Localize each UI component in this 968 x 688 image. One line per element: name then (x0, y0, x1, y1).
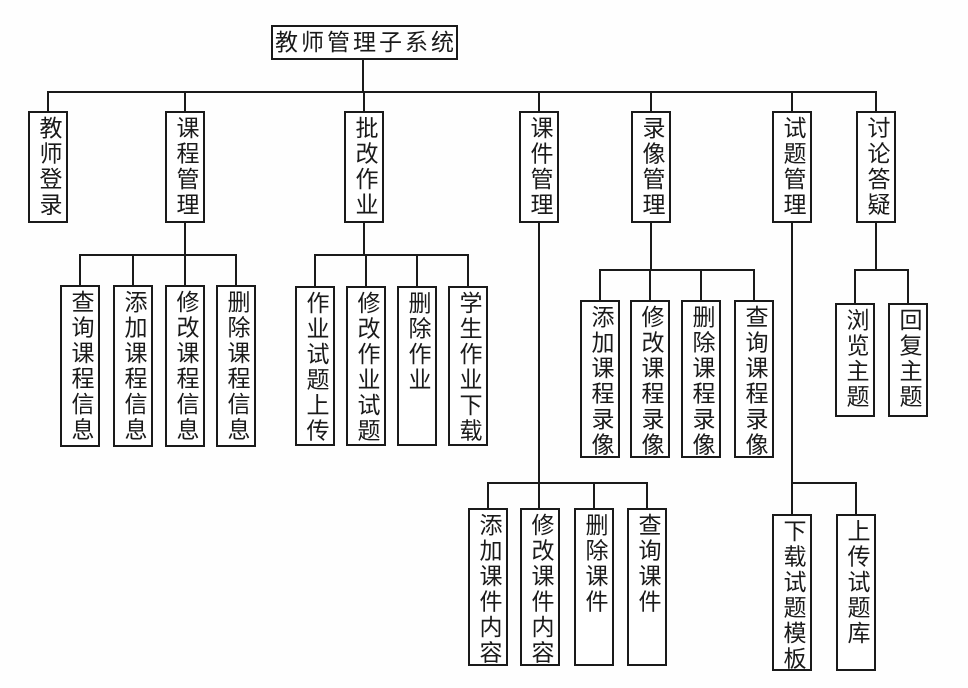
connector (314, 254, 469, 256)
connector (79, 254, 237, 256)
node-label: 作业试题上传 (303, 291, 328, 444)
node-label: 添加课程录像 (588, 305, 613, 458)
node-student-homework-download: 学生作业下载 (448, 286, 488, 446)
connector (593, 482, 595, 509)
connector (416, 254, 418, 287)
node-label: 试题管理 (780, 116, 805, 218)
node-label: 删除作业 (405, 291, 430, 393)
connector (791, 482, 857, 484)
connector (235, 254, 237, 286)
node-course-management: 课程管理 (165, 111, 205, 223)
connector (79, 254, 81, 286)
node-label: 查询课程信息 (68, 290, 93, 443)
node-add-courseware-content: 添加课件内容 (468, 508, 508, 666)
node-discussion-qa: 讨论答疑 (856, 111, 896, 223)
node-delete-course-recording: 删除课程录像 (681, 300, 721, 458)
node-label: 学生作业下载 (456, 291, 481, 444)
connector (365, 254, 367, 287)
node-label: 修改作业试题 (354, 291, 379, 444)
node-add-course-recording: 添加课程录像 (580, 300, 620, 458)
node-modify-homework-question: 修改作业试题 (346, 286, 386, 446)
connector (314, 254, 316, 287)
node-label: 删除课程信息 (224, 290, 249, 443)
node-label: 删除课件 (582, 513, 607, 615)
node-root: 教师管理子系统 (271, 25, 458, 60)
node-download-question-template: 下载试题模板 (772, 514, 812, 671)
node-browse-topic: 浏览主题 (835, 303, 875, 417)
node-query-course-recording: 查询课程录像 (734, 300, 774, 458)
connector (467, 254, 469, 287)
node-upload-question-bank: 上传试题库 (836, 514, 876, 671)
node-query-course-info: 查询课程信息 (60, 285, 100, 447)
connector (907, 269, 909, 304)
node-courseware-management: 课件管理 (519, 111, 559, 223)
connector (538, 91, 540, 112)
node-recording-management: 录像管理 (631, 111, 671, 223)
node-label: 上传试题库 (844, 519, 869, 647)
connector (646, 482, 648, 509)
node-modify-courseware-content: 修改课件内容 (520, 508, 560, 666)
node-label: 教师登录 (36, 116, 61, 218)
connector (875, 91, 877, 112)
node-label: 批改作业 (352, 116, 377, 218)
node-label: 修改课程信息 (173, 290, 198, 443)
node-delete-homework: 删除作业 (397, 286, 437, 446)
node-label: 查询课件 (635, 513, 660, 615)
node-label: 课程管理 (173, 116, 198, 218)
node-modify-course-recording: 修改课程录像 (630, 300, 670, 458)
connector (362, 59, 364, 93)
connector (132, 254, 134, 286)
connector (650, 91, 652, 112)
connector (791, 222, 793, 515)
connector (363, 222, 365, 256)
connector (47, 91, 877, 93)
node-delete-courseware: 删除课件 (574, 508, 614, 666)
connector (649, 269, 651, 301)
node-label: 课件管理 (527, 116, 552, 218)
node-query-courseware: 查询课件 (627, 508, 667, 666)
connector (875, 222, 877, 271)
node-label: 删除课程录像 (689, 305, 714, 458)
connector (599, 269, 755, 271)
connector (753, 269, 755, 301)
node-label: 讨论答疑 (864, 116, 889, 218)
node-label: 浏览主题 (843, 308, 868, 410)
node-add-course-info: 添加课程信息 (113, 285, 153, 447)
node-label: 添加课件内容 (476, 513, 501, 666)
node-label: 下载试题模板 (780, 519, 805, 671)
connector (487, 482, 648, 484)
connector (650, 222, 652, 271)
node-label: 录像管理 (639, 116, 664, 218)
connector (791, 91, 793, 112)
connector (700, 269, 702, 301)
node-label: 修改课程录像 (638, 305, 663, 458)
connector (854, 269, 856, 304)
node-label: 回复主题 (896, 308, 921, 410)
node-delete-course-info: 删除课程信息 (216, 285, 256, 447)
connector (184, 91, 186, 112)
node-reply-topic: 回复主题 (888, 303, 928, 417)
connector (854, 269, 909, 271)
connector (855, 482, 857, 515)
node-root-label: 教师管理子系统 (275, 30, 457, 55)
node-label: 添加课程信息 (121, 290, 146, 443)
connector (538, 222, 540, 509)
node-teacher-login: 教师登录 (28, 111, 68, 223)
connector (599, 269, 601, 301)
connector (47, 91, 49, 112)
node-label: 修改课件内容 (528, 513, 553, 666)
node-homework-question-upload: 作业试题上传 (295, 286, 335, 446)
node-homework-grading: 批改作业 (344, 111, 384, 223)
connector (363, 91, 365, 112)
node-modify-course-info: 修改课程信息 (165, 285, 205, 447)
connector (184, 254, 186, 286)
node-question-management: 试题管理 (772, 111, 812, 223)
connector (184, 222, 186, 256)
node-label: 查询课程录像 (742, 305, 767, 458)
connector (487, 482, 489, 509)
